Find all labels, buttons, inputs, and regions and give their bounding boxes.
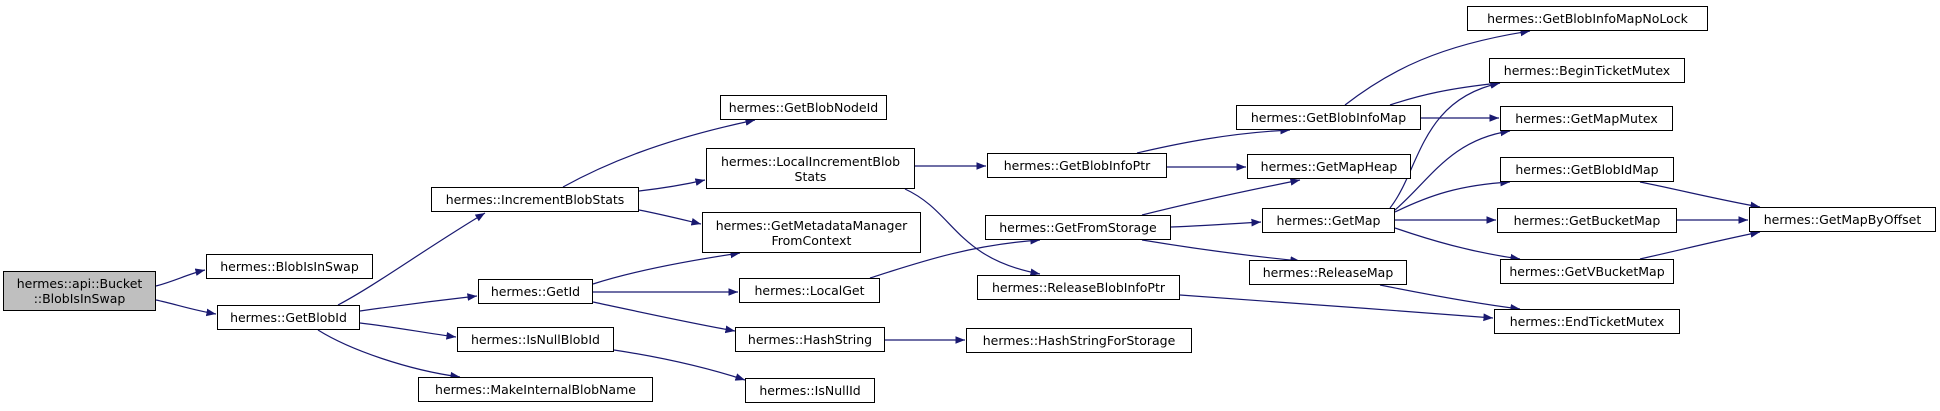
node-get-vbucket-map[interactable]: hermes::GetVBucketMap bbox=[1500, 259, 1674, 284]
node-label: hermes::HashString bbox=[747, 332, 873, 347]
node-label: hermes::GetBlobInfoMap bbox=[1250, 110, 1407, 125]
node-label: hermes::LocalGet bbox=[754, 283, 865, 298]
edge-increment-blob-stats-to-get-blob-node-id bbox=[562, 118, 756, 188]
edge-get-blob-id-to-increment-blob-stats bbox=[337, 212, 486, 306]
edge-get-vbucket-map-to-get-map-by-offset bbox=[1639, 230, 1761, 260]
node-get-blob-id-map[interactable]: hermes::GetBlobIdMap bbox=[1500, 157, 1674, 182]
edge-get-from-storage-to-get-map bbox=[1170, 218, 1262, 228]
edge-increment-blob-stats-to-metadata-manager bbox=[638, 209, 702, 226]
node-root-blob-is-in-swap: hermes::api::Bucket ::BlobIsInSwap bbox=[3, 271, 156, 311]
node-get-blob-info-map-no-lock[interactable]: hermes::GetBlobInfoMapNoLock bbox=[1467, 6, 1708, 31]
node-get-blob-id[interactable]: hermes::GetBlobId bbox=[217, 305, 360, 330]
node-label: hermes::HashStringForStorage bbox=[982, 333, 1176, 348]
node-label: hermes::GetVBucketMap bbox=[1509, 264, 1665, 279]
node-label-line2: FromContext bbox=[771, 232, 852, 248]
node-hash-string-for-storage[interactable]: hermes::HashStringForStorage bbox=[966, 328, 1192, 353]
edge-get-blob-id-to-get-id bbox=[359, 293, 478, 312]
node-is-null-blob-id[interactable]: hermes::IsNullBlobId bbox=[457, 327, 614, 352]
node-get-map-mutex[interactable]: hermes::GetMapMutex bbox=[1500, 106, 1673, 131]
edge-get-blob-info-map-to-no-lock bbox=[1344, 28, 1531, 106]
node-label-line1: hermes::api::Bucket bbox=[16, 276, 143, 291]
edge-root-to-get-blob-id bbox=[155, 299, 217, 317]
node-label: hermes::EndTicketMutex bbox=[1509, 314, 1665, 329]
edge-get-from-storage-to-release-map bbox=[1141, 239, 1301, 264]
node-label-line1: hermes::LocalIncrementBlob bbox=[720, 153, 901, 169]
node-release-blob-info-ptr[interactable]: hermes::ReleaseBlobInfoPtr bbox=[977, 275, 1180, 300]
node-label: hermes::IsNullId bbox=[759, 383, 861, 398]
node-label-line2: ::BlobIsInSwap bbox=[33, 291, 126, 306]
edge-get-blob-info-ptr-to-get-blob-info-map bbox=[1136, 126, 1291, 154]
node-release-map[interactable]: hermes::ReleaseMap bbox=[1249, 260, 1407, 285]
node-local-get[interactable]: hermes::LocalGet bbox=[739, 278, 880, 303]
node-label: hermes::GetMapHeap bbox=[1260, 159, 1398, 174]
edge-root-to-blob-is-in-swap bbox=[155, 268, 206, 287]
node-get-metadata-manager-from-context[interactable]: hermes::GetMetadataManager FromContext bbox=[702, 212, 921, 253]
node-label: hermes::GetFromStorage bbox=[999, 220, 1157, 235]
edge-get-id-to-metadata-manager bbox=[592, 250, 741, 285]
edge-local-increment-to-release-blob-info-ptr bbox=[904, 188, 1041, 276]
node-label: hermes::IncrementBlobStats bbox=[445, 192, 625, 207]
node-make-internal-blob-name[interactable]: hermes::MakeInternalBlobName bbox=[418, 377, 653, 402]
node-label: hermes::IsNullBlobId bbox=[470, 332, 600, 347]
edge-get-blob-info-map-to-begin-ticket-mutex bbox=[1389, 80, 1501, 106]
node-label: hermes::GetBucketMap bbox=[1513, 213, 1661, 228]
edge-release-blob-info-ptr-to-end-ticket-mutex bbox=[1179, 294, 1494, 322]
node-label: hermes::ReleaseBlobInfoPtr bbox=[991, 280, 1166, 295]
node-begin-ticket-mutex[interactable]: hermes::BeginTicketMutex bbox=[1489, 58, 1685, 83]
edge-get-from-storage-to-get-map-heap bbox=[1141, 178, 1301, 216]
edge-is-null-blob-id-to-is-null-id bbox=[613, 349, 746, 381]
edge-get-map-to-get-vbucket-map bbox=[1394, 227, 1521, 262]
node-label: hermes::MakeInternalBlobName bbox=[435, 382, 636, 397]
edge-local-get-to-get-from-storage bbox=[869, 236, 1041, 279]
node-hash-string[interactable]: hermes::HashString bbox=[735, 327, 885, 352]
node-get-blob-node-id[interactable]: hermes::GetBlobNodeId bbox=[720, 95, 887, 120]
edge-release-map-to-end-ticket-mutex bbox=[1379, 284, 1521, 312]
node-label: hermes::BlobIsInSwap bbox=[220, 259, 359, 274]
node-label: hermes::GetMapByOffset bbox=[1763, 212, 1922, 227]
node-label: hermes::GetMapMutex bbox=[1515, 111, 1658, 126]
edge-get-blob-id-to-is-null-blob-id bbox=[359, 322, 457, 340]
edge-get-map-to-get-map-mutex bbox=[1394, 128, 1511, 211]
node-get-map[interactable]: hermes::GetMap bbox=[1262, 208, 1395, 233]
node-label-line1: hermes::GetMetadataManager bbox=[715, 217, 908, 233]
node-blob-is-in-swap[interactable]: hermes::BlobIsInSwap bbox=[206, 254, 373, 279]
node-label-line2: Stats bbox=[794, 168, 827, 184]
node-get-blob-info-map[interactable]: hermes::GetBlobInfoMap bbox=[1236, 105, 1421, 130]
node-label: hermes::GetBlobIdMap bbox=[1515, 162, 1659, 177]
node-label: hermes::GetId bbox=[490, 284, 581, 299]
node-get-from-storage[interactable]: hermes::GetFromStorage bbox=[985, 215, 1171, 240]
node-get-map-by-offset[interactable]: hermes::GetMapByOffset bbox=[1749, 207, 1936, 232]
node-increment-blob-stats[interactable]: hermes::IncrementBlobStats bbox=[431, 187, 639, 212]
node-get-bucket-map[interactable]: hermes::GetBucketMap bbox=[1497, 208, 1677, 233]
node-local-increment-blob-stats[interactable]: hermes::LocalIncrementBlob Stats bbox=[706, 148, 915, 189]
node-get-blob-info-ptr[interactable]: hermes::GetBlobInfoPtr bbox=[987, 153, 1167, 178]
edge-get-map-to-begin-ticket-mutex bbox=[1389, 81, 1501, 209]
edge-get-blob-id-to-make-internal-blob-name bbox=[317, 329, 461, 380]
node-label: hermes::ReleaseMap bbox=[1262, 265, 1394, 280]
node-label: hermes::GetBlobInfoMapNoLock bbox=[1487, 11, 1688, 26]
edge-get-map-to-get-blob-id-map bbox=[1394, 178, 1511, 213]
node-get-map-heap[interactable]: hermes::GetMapHeap bbox=[1247, 154, 1411, 179]
node-end-ticket-mutex[interactable]: hermes::EndTicketMutex bbox=[1494, 309, 1680, 334]
edge-get-id-to-hash-string bbox=[592, 301, 736, 334]
node-is-null-id[interactable]: hermes::IsNullId bbox=[745, 378, 875, 403]
node-label: hermes::GetBlobNodeId bbox=[728, 100, 879, 115]
node-label: hermes::GetBlobInfoPtr bbox=[1003, 158, 1151, 173]
edge-increment-blob-stats-to-local-increment bbox=[638, 178, 706, 192]
edge-get-blob-id-map-to-get-map-by-offset bbox=[1639, 181, 1761, 210]
node-label: hermes::GetBlobId bbox=[230, 310, 347, 325]
node-label: hermes::GetMap bbox=[1276, 213, 1381, 228]
node-get-id[interactable]: hermes::GetId bbox=[478, 279, 593, 304]
node-label: hermes::BeginTicketMutex bbox=[1503, 63, 1671, 78]
